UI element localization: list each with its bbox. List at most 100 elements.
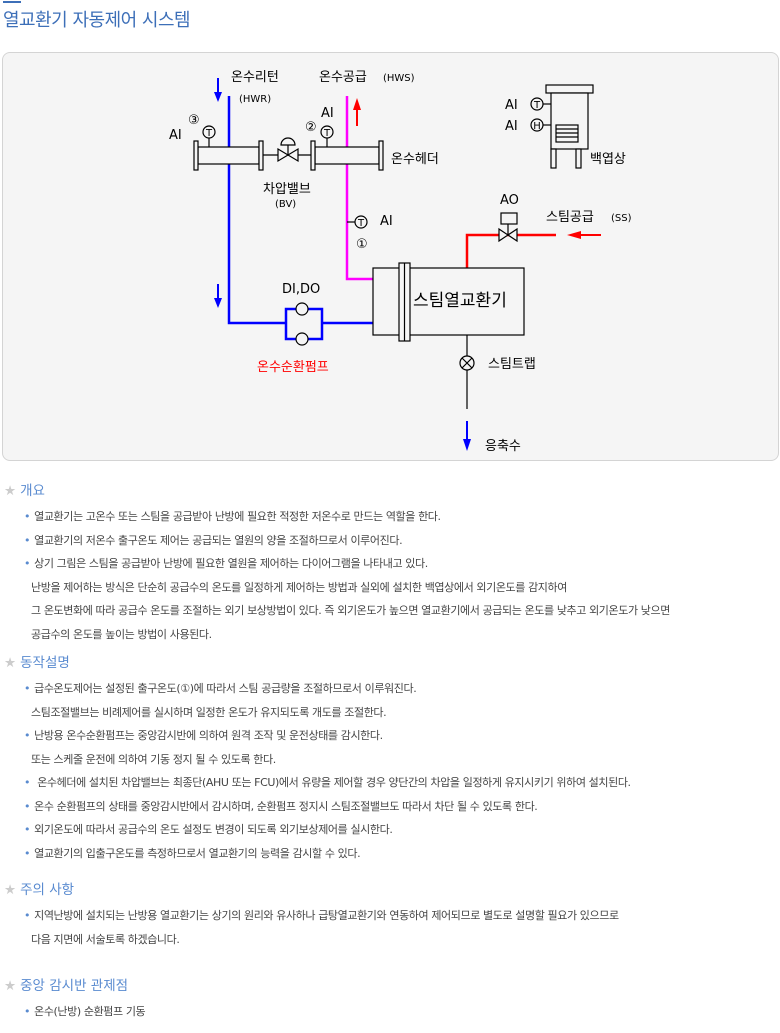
valve-actuator-icon xyxy=(280,137,296,146)
section-3: ★중앙 감시반 관제점 •온수(난방) 순환펌프 기동 xyxy=(4,974,146,1024)
t-label: T xyxy=(533,100,541,111)
section-heading-text: 주의 사항 xyxy=(20,882,75,898)
bullet-icon: • xyxy=(24,909,31,922)
hws-code: (HWS) xyxy=(383,73,415,84)
star-icon: ★ xyxy=(4,483,17,499)
list-item-text: 열교환기의 입출구온도를 측정하므로서 열교환기의 능력을 감시할 수 있다. xyxy=(34,846,361,860)
temp-sensor-icon xyxy=(202,125,216,139)
list-item: 그 온도변화에 따라 공급수 온도를 조절하는 외기 보상방법이 있다. 즉 외… xyxy=(24,599,670,623)
section-list: •지역난방에 설치되는 난방용 열교환기는 상기의 원리와 유사하나 급탕열교환… xyxy=(4,904,619,951)
ai-label: AI xyxy=(505,98,518,113)
list-item-text: 스팀조절밸브는 비례제어를 실시하며 일정한 온도가 유지되도록 개도를 조절한… xyxy=(31,705,387,719)
valve-actuator-icon xyxy=(500,212,518,225)
pump-icon xyxy=(295,332,309,346)
bullet-icon: • xyxy=(24,729,31,742)
section-list: •열교환기는 고온수 또는 스팀을 공급받아 난방에 필요한 적정한 저온수로 … xyxy=(4,505,670,646)
page-title: 열교환기 자동제어 시스템 xyxy=(3,10,191,31)
bullet-icon: • xyxy=(24,799,31,813)
ao-label: AO xyxy=(500,193,519,208)
t-label: T xyxy=(323,128,331,139)
point-3: ③ xyxy=(188,113,200,128)
list-item: •상기 그림은 스팀을 공급받아 난방에 필요한 열원을 제어하는 다이어그램을… xyxy=(24,552,670,576)
ai-label: AI xyxy=(380,214,393,229)
section-list: •온수(난방) 순환펌프 기동 xyxy=(4,1000,146,1024)
list-item: •온수 순환펌프의 상태를 중앙감시반에서 감시하며, 순환펌프 정지시 스팀조… xyxy=(24,795,631,819)
supply-header xyxy=(314,146,380,165)
section-list: • 급수온도제어는 설정된 출구온도(①)에 따라서 스팀 공급량을 조절하므로서… xyxy=(4,677,631,865)
list-item-text: 외기온도에 따라서 공급수의 온도 설정도 변경이 되도록 외기보상제어를 실시… xyxy=(34,823,393,836)
steam-pipe xyxy=(465,233,556,268)
bv-label: 차압밸브 xyxy=(263,182,311,197)
list-item: 난방을 제어하는 방식은 단순히 공급수의 온도를 일정하게 제어하는 방법과 … xyxy=(24,576,670,600)
list-item-text: 난방용 온수순환펌프는 중앙감시반에 의하여 원격 조작 및 운전상태를 감시한… xyxy=(34,729,383,742)
condensate-label: 응축수 xyxy=(485,439,521,454)
list-item: •열교환기의 저온수 출구온도 제어는 공급되는 열원의 양을 조절하므로서 이… xyxy=(24,529,670,553)
section-heading: ★중앙 감시반 관제점 xyxy=(4,974,145,994)
list-item: •열교환기는 고온수 또는 스팀을 공급받아 난방에 필요한 적정한 저온수로 … xyxy=(24,505,670,529)
section-heading: ★개요 xyxy=(4,479,670,499)
temp-sensor-icon xyxy=(354,215,368,229)
list-item-text: 온수 순환펌프의 상태를 중앙감시반에서 감시하며, 순환펌프 정지시 스팀조절… xyxy=(34,799,538,813)
list-item: • 온수헤더에 설치된 차압밸브는 최종단(AHU 또는 FCU)에서 유량을 … xyxy=(24,771,631,795)
temp-sensor-icon xyxy=(320,125,334,139)
return-header xyxy=(197,146,260,165)
pump-label: 온수순환펌프 xyxy=(257,360,329,375)
header-label: 온수헤더 xyxy=(391,152,439,167)
list-item: •열교환기의 입출구온도를 측정하므로서 열교환기의 능력을 감시할 수 있다. xyxy=(24,842,631,866)
hwr-label: 온수리턴 xyxy=(231,70,279,85)
section-1: ★동작설명•급수온도제어는 설정된 출구온도(①)에 따라서 스팀 공급량을 조… xyxy=(4,651,631,865)
section-heading-text: 개요 xyxy=(20,483,45,499)
list-item-text: 열교환기의 저온수 출구온도 제어는 공급되는 열원의 양을 조절하므로서 이루… xyxy=(34,533,403,547)
hws-label: 온수공급 xyxy=(319,70,367,85)
list-item: 또는 스케줄 운전에 의하여 기동 정지 될 수 있도록 한다. xyxy=(24,748,631,772)
bullet-icon: • xyxy=(24,823,31,836)
star-icon: ★ xyxy=(4,978,17,994)
section-heading: ★주의 사항 xyxy=(4,878,619,898)
system-diagram: T T T T H 온수리턴 (HWR) 온수공급 (HWS) AI ③ AI … xyxy=(2,52,779,461)
t-label: T xyxy=(357,218,365,229)
list-item-text: 또는 스케줄 운전에 의하여 기동 정지 될 수 있도록 한다. xyxy=(31,752,276,766)
list-item: 스팀조절밸브는 비례제어를 실시하며 일정한 온도가 유지되도록 개도를 조절한… xyxy=(24,701,631,725)
dido-label: DI,DO xyxy=(282,282,320,297)
flow-arrows-blue xyxy=(214,78,471,451)
list-item: 다음 지면에 서술토록 하겠습니다. xyxy=(24,928,619,952)
arrow-down-icon xyxy=(463,421,471,451)
list-item-text: 급수온도제어는 설정된 출구온도(①)에 따라서 스팀 공급량을 조절하므로서 … xyxy=(34,682,417,695)
bullet-icon: • xyxy=(24,1005,31,1018)
trap-label: 스팀트랩 xyxy=(488,357,536,372)
title-accent-line xyxy=(3,1,21,3)
ss-code: (SS) xyxy=(611,213,632,224)
bullet-icon: • xyxy=(24,557,31,570)
arrow-left-icon xyxy=(567,231,601,239)
ai-label: AI xyxy=(321,106,334,121)
hwr-code: (HWR) xyxy=(239,94,271,105)
list-item-text: 상기 그림은 스팀을 공급받아 난방에 필요한 열원을 제어하는 다이어그램을 … xyxy=(34,557,428,570)
point-1: ① xyxy=(356,237,368,252)
list-item-text: 지역난방에 설치되는 난방용 열교환기는 상기의 원리와 유사하나 급탕열교환기… xyxy=(34,909,619,922)
star-icon: ★ xyxy=(4,882,17,898)
shelter-label: 백엽상 xyxy=(590,152,626,167)
ai-label: AI xyxy=(505,119,518,134)
list-item-text: 열교환기는 고온수 또는 스팀을 공급받아 난방에 필요한 적정한 저온수로 만… xyxy=(34,510,441,523)
arrow-down-icon xyxy=(214,78,222,102)
list-item-text: 온수(난방) 순환펌프 기동 xyxy=(34,1005,146,1018)
heat-exchanger xyxy=(372,267,525,336)
arrow-up-icon xyxy=(353,98,361,126)
list-item: •난방용 온수순환펌프는 중앙감시반에 의하여 원격 조작 및 운전상태를 감시… xyxy=(24,724,631,748)
humidity-sensor-icon xyxy=(530,118,544,132)
bullet-icon: • xyxy=(24,510,31,523)
shelter-icon xyxy=(545,84,594,94)
t-label: T xyxy=(205,128,213,139)
hx-label: 스팀열교환기 xyxy=(413,291,507,311)
list-item: •외기온도에 따라서 공급수의 온도 설정도 변경이 되도록 외기보상제어를 실… xyxy=(24,818,631,842)
list-item: •급수온도제어는 설정된 출구온도(①)에 따라서 스팀 공급량을 조절하므로서… xyxy=(24,677,631,701)
h-label: H xyxy=(533,121,541,132)
star-icon: ★ xyxy=(4,655,17,671)
point-2: ② xyxy=(305,120,317,135)
ai-label: AI xyxy=(169,128,182,143)
temp-sensor-icon xyxy=(530,97,544,111)
list-item: 공급수의 온도를 높이는 방법이 사용된다. xyxy=(24,623,670,647)
diagram-svg: T T T T H 온수리턴 (HWR) 온수공급 (HWS) AI ③ AI … xyxy=(169,70,632,454)
bullet-icon: • xyxy=(24,533,31,547)
list-item-text: 그 온도변화에 따라 공급수 온도를 조절하는 외기 보상방법이 있다. 즉 외… xyxy=(31,604,670,617)
